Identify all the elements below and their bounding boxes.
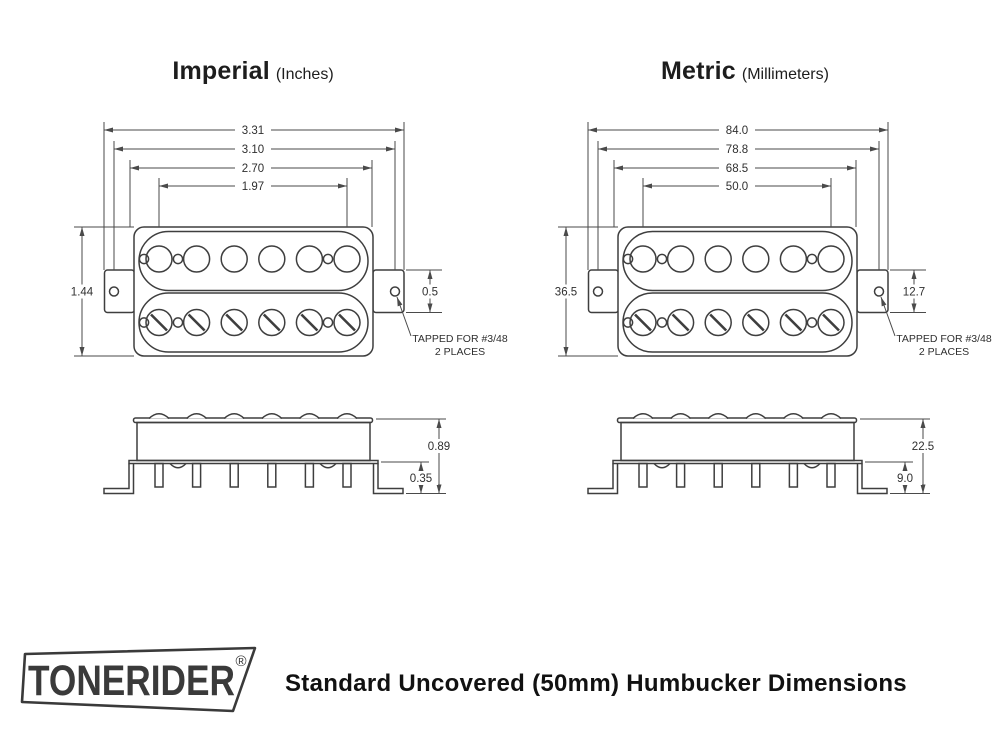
pole-top-bump <box>632 413 654 420</box>
pickup-body <box>133 226 374 357</box>
pickup-body <box>617 226 858 357</box>
dim-total-height: 0.89 <box>428 441 450 453</box>
screw-pole-leg <box>229 462 239 488</box>
metric-title-suffix: (Millimeters) <box>741 66 829 83</box>
metric-side-view <box>587 413 888 495</box>
imperial-title-suffix: (Inches) <box>275 66 334 83</box>
tapped-note-leader <box>396 296 412 337</box>
dim-pole-spacing: 50.0 <box>726 181 748 193</box>
pole-top-bump <box>820 413 842 420</box>
screw-pole-leg <box>342 462 352 488</box>
dim-baseplate-width: 3.10 <box>242 144 264 156</box>
tapped-note-line2: 2 PLACES <box>919 346 969 358</box>
imperial-diagram: 3.31 3.10 2.70 1.97 1.44 0.5 0.89 0.35 T… <box>64 122 508 495</box>
pole-top-bump <box>669 413 692 420</box>
dim-total-height: 22.5 <box>912 441 934 453</box>
caption: Standard Uncovered (50mm) Humbucker Dime… <box>285 670 907 697</box>
dim-tab-height: 12.7 <box>903 287 925 299</box>
logo-text: TONERIDER <box>28 657 235 705</box>
tab-screw-hole-right <box>873 286 885 297</box>
dim-body-width: 2.70 <box>242 163 264 175</box>
dim-baseplate-width: 78.8 <box>726 144 748 156</box>
imperial-title-main: Imperial <box>172 57 270 85</box>
tapped-note-line1: TAPPED FOR #3/48 <box>412 333 508 345</box>
screw-pole-leg <box>826 462 836 488</box>
tapped-note-line2: 2 PLACES <box>435 346 485 358</box>
pole-top-bump <box>745 413 767 420</box>
imperial-dimensions: 3.31 3.10 2.70 1.97 1.44 0.5 0.89 0.35 T… <box>64 122 508 494</box>
side-baseplate <box>128 459 379 465</box>
screw-pole-leg <box>788 462 799 488</box>
imperial-title: Imperial (Inches) <box>8 57 498 86</box>
tab-screw-hole-right <box>389 286 401 297</box>
dim-body-height: 1.44 <box>71 287 94 299</box>
logo-border <box>20 646 257 713</box>
side-leg-right <box>372 463 404 495</box>
side-body <box>620 421 855 462</box>
pole-top-bump <box>782 413 805 420</box>
screw-pole-leg <box>267 462 277 488</box>
pole-top-bump <box>148 413 170 420</box>
dim-leg-height: 0.35 <box>410 473 432 485</box>
pole-top-bump <box>223 413 245 420</box>
screw-pole-leg <box>713 462 723 488</box>
tonerider-logo: TONERIDER ® <box>20 646 257 713</box>
imperial-top-view <box>103 226 405 357</box>
side-leg-left <box>103 463 135 495</box>
side-body <box>136 421 371 462</box>
metric-diagram: 84.0 78.8 68.5 50.0 36.5 12.7 22.5 9.0 T… <box>548 122 992 495</box>
side-baseplate <box>612 459 863 465</box>
screw-pole-leg <box>638 462 648 488</box>
dim-pole-spacing: 1.97 <box>242 181 264 193</box>
screw-pole-leg <box>154 462 164 488</box>
pole-top-bump <box>707 413 729 420</box>
tab-screw-hole-left <box>592 286 604 297</box>
tapped-note-leader <box>880 296 896 337</box>
screw-pole-leg <box>304 462 315 488</box>
dim-overall-width: 3.31 <box>242 125 264 137</box>
metric-dimensions: 84.0 78.8 68.5 50.0 36.5 12.7 22.5 9.0 T… <box>548 122 992 494</box>
imperial-side-view <box>103 413 404 495</box>
screw-pole-leg <box>675 462 686 488</box>
pole-top-bump <box>261 413 283 420</box>
screw-pole-leg <box>191 462 202 488</box>
screw-pole-leg <box>751 462 761 488</box>
bobbin-top <box>622 230 853 292</box>
registered-mark: ® <box>235 653 246 670</box>
bobbin-top <box>138 230 369 292</box>
dim-body-width: 68.5 <box>726 163 748 175</box>
metric-title-main: Metric <box>661 57 736 85</box>
pole-top-bump <box>336 413 358 420</box>
dim-leg-height: 9.0 <box>897 473 913 485</box>
metric-top-view <box>587 226 889 357</box>
side-leg-right <box>856 463 888 495</box>
pole-top-bump <box>298 413 321 420</box>
tab-screw-hole-left <box>108 286 120 297</box>
pole-top-bump <box>185 413 208 420</box>
dim-body-height: 36.5 <box>555 287 577 299</box>
side-leg-left <box>587 463 619 495</box>
tapped-note-line1: TAPPED FOR #3/48 <box>896 333 992 345</box>
dim-overall-width: 84.0 <box>726 125 748 137</box>
metric-title: Metric (Millimeters) <box>500 57 990 86</box>
dim-tab-height: 0.5 <box>422 287 438 299</box>
